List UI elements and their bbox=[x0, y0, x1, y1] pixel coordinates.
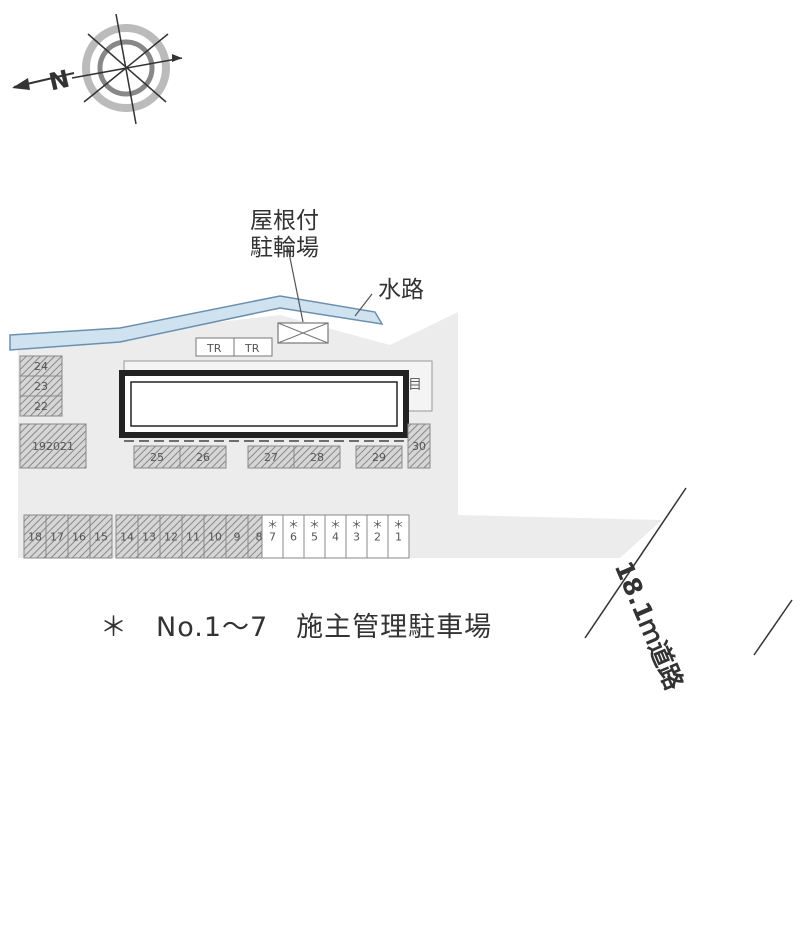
parking-slot: 22 bbox=[19, 395, 63, 417]
parking-slot-number: 3 bbox=[353, 531, 360, 544]
parking-slot-number: 28 bbox=[310, 451, 324, 464]
parking-slot: 1 bbox=[387, 514, 410, 559]
owner-mark: ＊ bbox=[267, 518, 278, 531]
parking-slot-number: 16 bbox=[72, 531, 86, 544]
parking-slot-number: 18 bbox=[28, 531, 42, 544]
roof-bike-parking-label: 屋根付 駐輪場 bbox=[250, 208, 319, 261]
bike-shelter bbox=[277, 247, 329, 344]
tr-label: TR bbox=[206, 342, 222, 355]
parking-slot: 26 bbox=[179, 445, 227, 469]
waterway-label: 水路 bbox=[378, 277, 424, 303]
parking-slot-number: 1 bbox=[395, 531, 402, 544]
parking-slot: 192021 bbox=[19, 423, 87, 469]
parking-slot-number: 25 bbox=[150, 451, 164, 464]
north-arrow-icon: N bbox=[12, 65, 75, 97]
parking-slot-number: 23 bbox=[34, 380, 48, 393]
parking-slot: 15 bbox=[89, 514, 113, 559]
parking-slot-number: 4 bbox=[332, 531, 339, 544]
owner-mark: ＊ bbox=[372, 518, 383, 531]
parking-slot-number: 13 bbox=[142, 531, 156, 544]
parking-slot: 14 bbox=[115, 514, 139, 559]
waterway bbox=[9, 295, 384, 351]
parking-slot-number: 22 bbox=[34, 400, 48, 413]
owner-mark: ＊ bbox=[309, 518, 320, 531]
parking-slot: 28 bbox=[293, 445, 341, 469]
parking-slot-number: 14 bbox=[120, 531, 134, 544]
parking-slot: 29 bbox=[355, 445, 403, 469]
parking-slot: 24 bbox=[19, 355, 63, 377]
parking-slot: 17 bbox=[45, 514, 69, 559]
north-letter: N bbox=[46, 65, 72, 97]
parking-slot-number: 24 bbox=[34, 360, 48, 373]
parking-slot-number: 8 bbox=[256, 531, 263, 544]
parking-slot-number: 192021 bbox=[32, 440, 74, 453]
parking-slot: 30 bbox=[407, 423, 431, 469]
parking-slot: 18 bbox=[23, 514, 47, 559]
owner-mark: ＊ bbox=[351, 518, 362, 531]
road-edge bbox=[584, 487, 687, 639]
parking-slot-number: 15 bbox=[94, 531, 108, 544]
parking-slot: 25 bbox=[133, 445, 181, 469]
owner-mark: ＊ bbox=[330, 518, 341, 531]
parking-slot-number: 26 bbox=[196, 451, 210, 464]
parking-slot: 27 bbox=[247, 445, 295, 469]
road-edge bbox=[753, 599, 793, 656]
tr-label: TR bbox=[244, 342, 260, 355]
owner-mark: ＊ bbox=[288, 518, 299, 531]
parking-slot: 23 bbox=[19, 375, 63, 397]
parking-slot-number: 10 bbox=[208, 531, 222, 544]
edge-box-label: 目 bbox=[408, 377, 422, 393]
parking-slot-number: 6 bbox=[290, 531, 297, 544]
parking-slot-number: 11 bbox=[186, 531, 200, 544]
parking-slot-number: 29 bbox=[372, 451, 386, 464]
parking-slot: 12 bbox=[159, 514, 183, 559]
owner-parking-note: ＊ No.1～7 施主管理駐車場 bbox=[100, 612, 493, 643]
compass-icon bbox=[71, 13, 183, 125]
parking-slot-number: 12 bbox=[164, 531, 178, 544]
parking-slot-number: 5 bbox=[311, 531, 318, 544]
parking-slot: 11 bbox=[181, 514, 205, 559]
parking-slot-number: 9 bbox=[234, 531, 241, 544]
parking-slot: 16 bbox=[67, 514, 91, 559]
parking-slot: 13 bbox=[137, 514, 161, 559]
parking-slot: 10 bbox=[203, 514, 227, 559]
parking-slot-number: 2 bbox=[374, 531, 381, 544]
parking-slot-number: 17 bbox=[50, 531, 64, 544]
tr-boxes: TR TR bbox=[195, 337, 273, 357]
owner-mark: ＊ bbox=[393, 518, 404, 531]
parking-slot-number: 30 bbox=[412, 440, 426, 453]
parking-slot-number: 27 bbox=[264, 451, 278, 464]
parking-slot-number: 7 bbox=[269, 531, 276, 544]
parking-slot: 9 bbox=[225, 514, 249, 559]
